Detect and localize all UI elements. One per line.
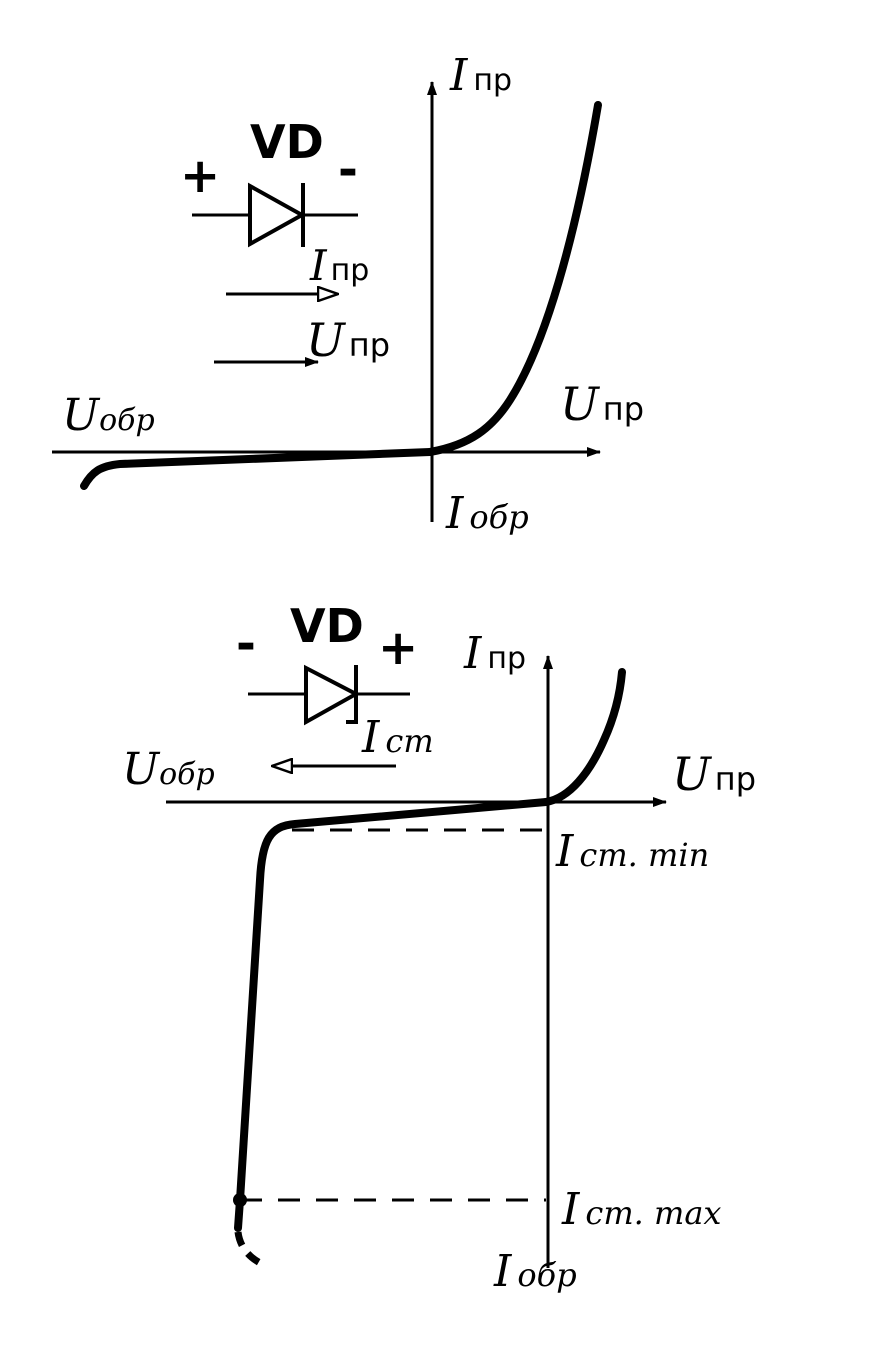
top-diode-symbol [192, 182, 358, 248]
top-forward-curve [426, 101, 602, 456]
bottom-forward-curve [542, 668, 626, 806]
bottom-zener-symbol [248, 664, 410, 726]
top-minus-sign: - [338, 142, 358, 198]
bottom-breakdown-continuation [234, 1231, 264, 1268]
top-diode-name: VD [250, 115, 324, 169]
bottom-plus-sign: + [378, 620, 418, 676]
bottom-minus-sign: - [236, 616, 256, 672]
top-axis-label-u-obr: Uобр [62, 390, 155, 441]
bottom-axis-label-u-obr: Uобр [122, 744, 215, 795]
bottom-reverse-curve [234, 798, 550, 1232]
top-plus-sign: + [180, 148, 220, 204]
bottom-diode-name: VD [290, 599, 364, 653]
top-reverse-curve [80, 448, 434, 490]
bottom-ist-max-point [233, 1193, 247, 1207]
